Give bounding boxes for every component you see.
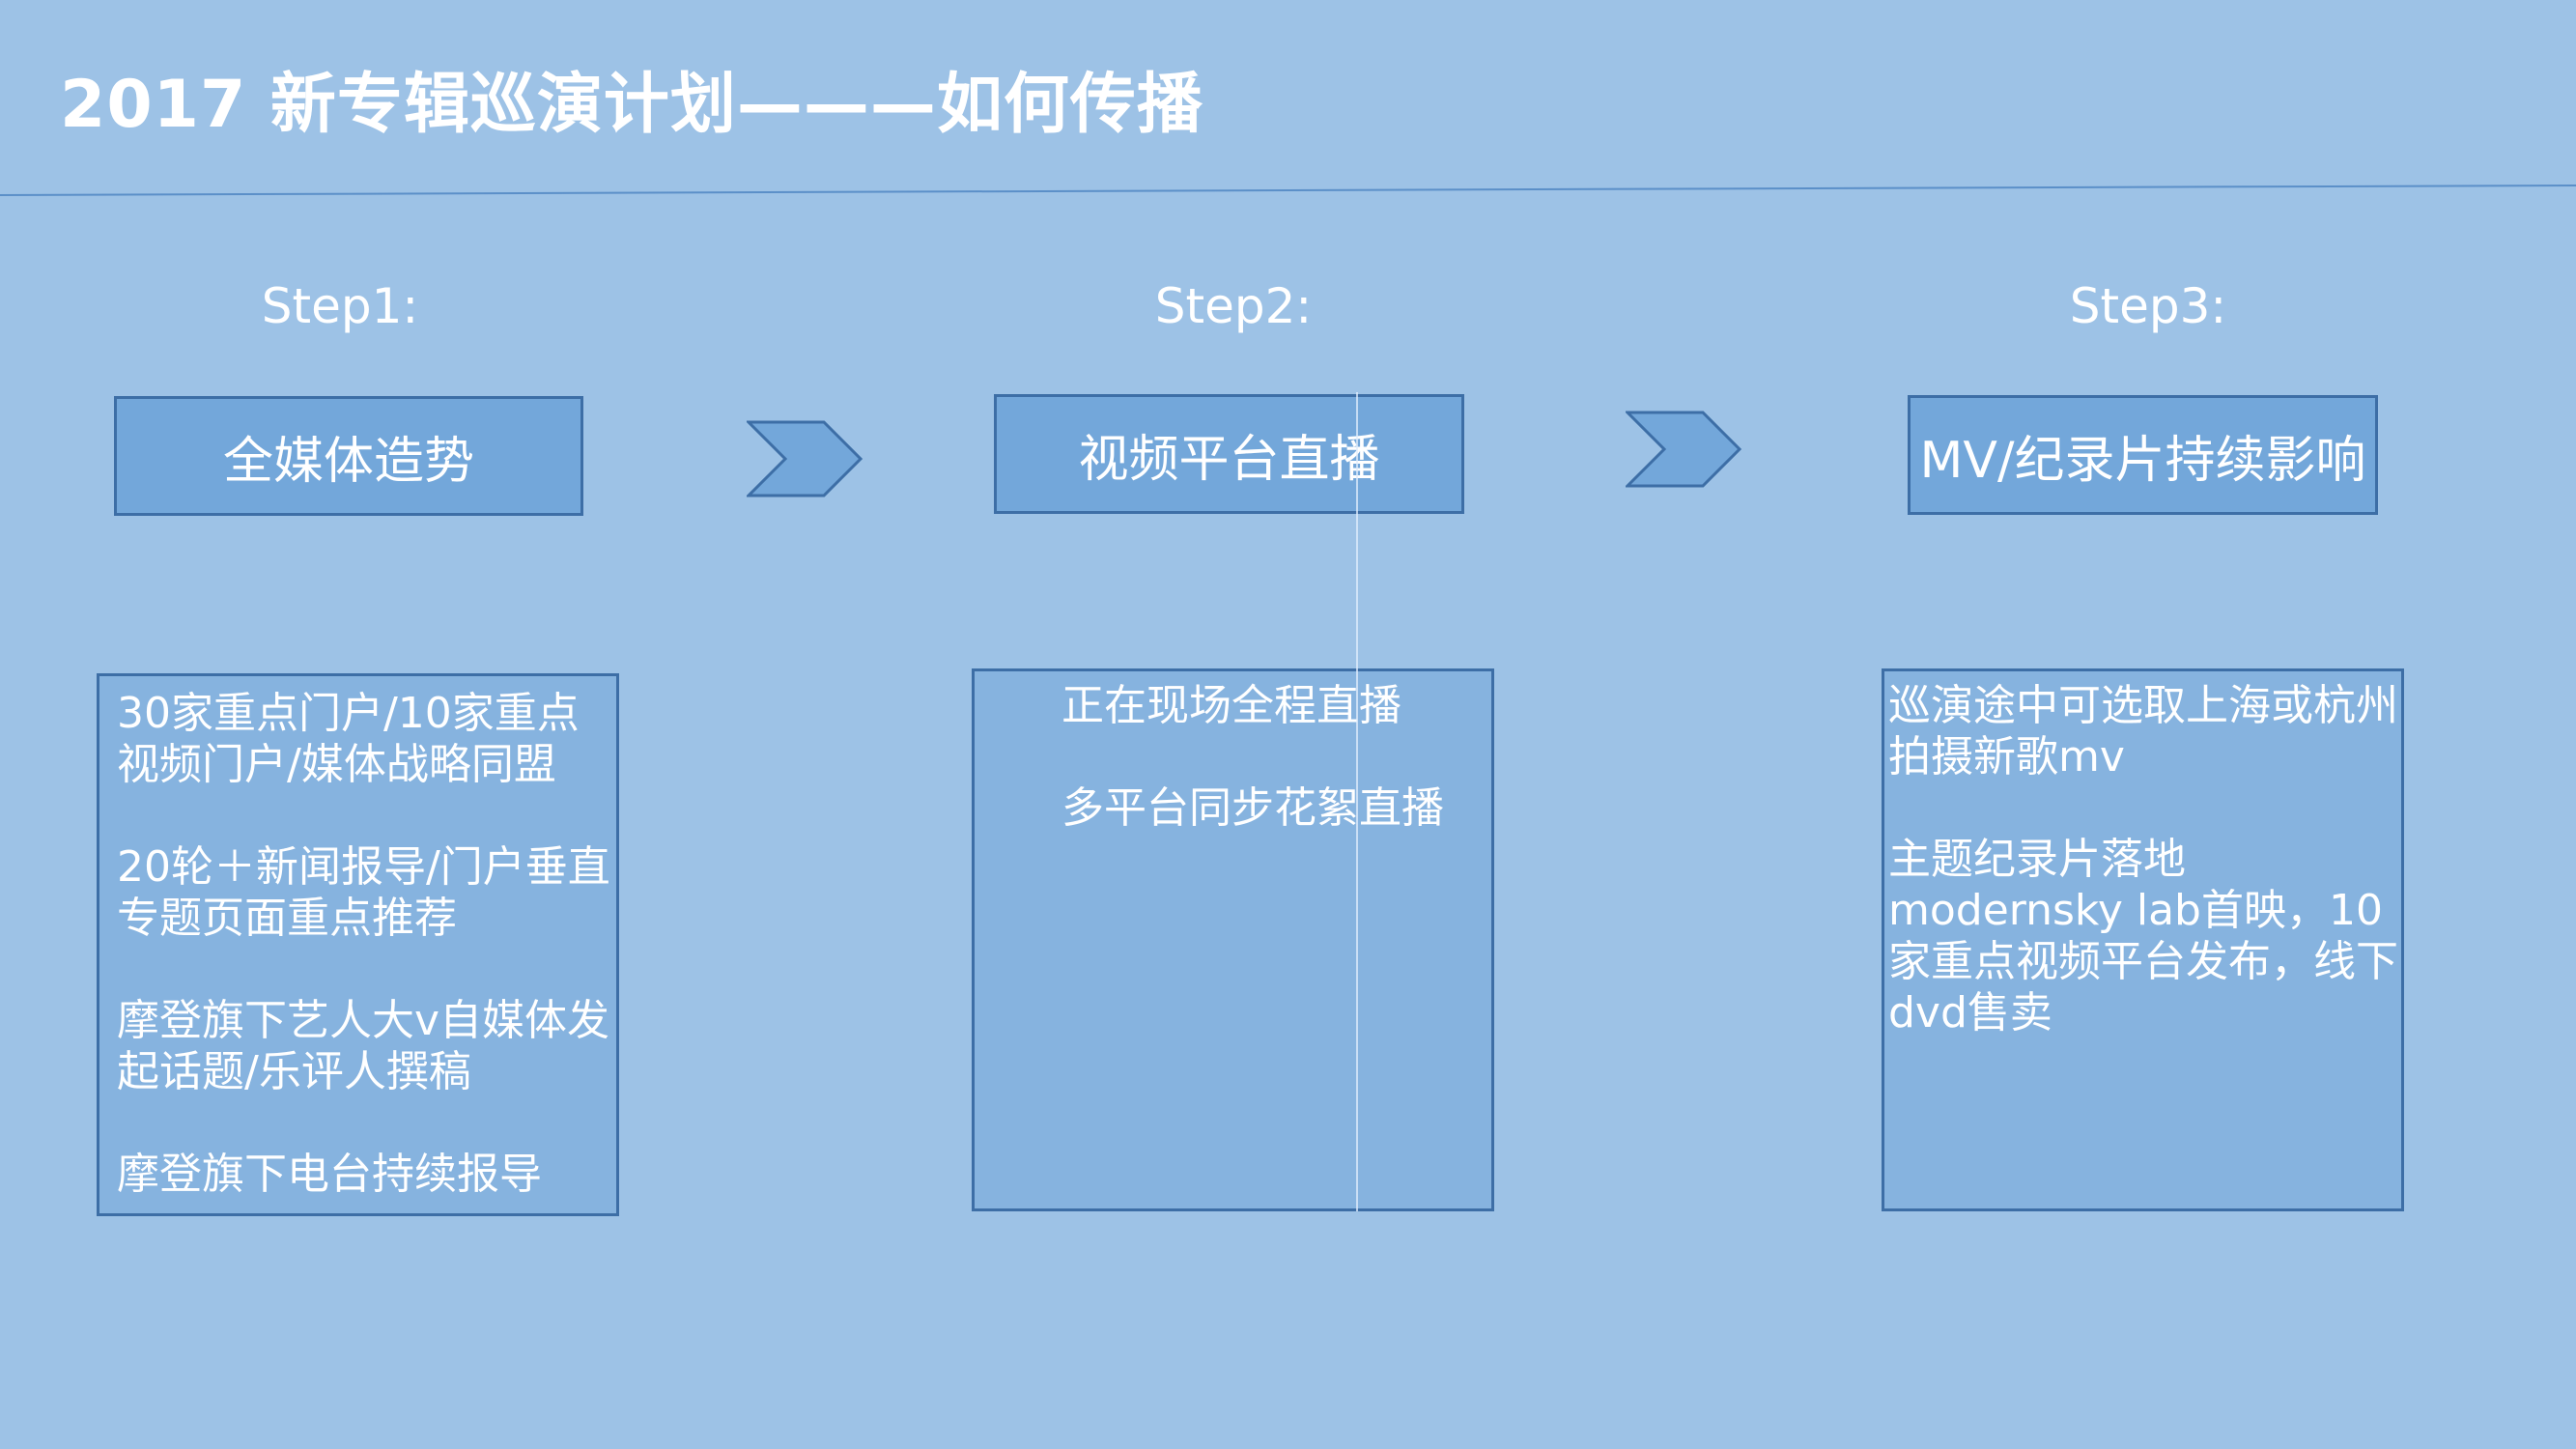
detail-line: 拍摄新歌mv: [1888, 732, 2125, 781]
step1-detail-item: 20轮＋新闻报导/门户垂直 专题页面重点推荐: [117, 841, 616, 944]
step1-detail-item: 摩登旗下电台持续报导: [117, 1149, 616, 1200]
detail-line: 专题页面重点推荐: [117, 894, 457, 943]
step1-details: 30家重点门户/10家重点 视频门户/媒体战略同盟 20轮＋新闻报导/门户垂直 …: [97, 673, 619, 1216]
detail-line: modernsky lab首映，10: [1888, 886, 2383, 935]
detail-line: 摩登旗下电台持续报导: [117, 1150, 542, 1199]
step3-label: Step3:: [2069, 278, 2227, 334]
step3-detail-item: 巡演途中可选取上海或杭州 拍摄新歌mv: [1888, 680, 2401, 782]
step3-detail-item: 主题纪录片落地 modernsky lab首映，10 家重点视频平台发布，线下 …: [1888, 834, 2401, 1038]
detail-line: 起话题/乐评人撰稿: [117, 1047, 471, 1096]
detail-line: dvd售卖: [1888, 988, 2052, 1037]
step2-detail-item: 正在现场全程直播: [1062, 680, 1491, 731]
step1-label: Step1:: [261, 278, 419, 334]
chevron-right-icon: [747, 420, 863, 497]
title-divider: [0, 185, 2576, 196]
step1-heading-box: 全媒体造势: [114, 396, 583, 516]
step2-details: 正在现场全程直播 多平台同步花絮直播: [972, 668, 1494, 1211]
detail-line: 巡演途中可选取上海或杭州: [1888, 681, 2398, 730]
step3-heading: MV/纪录片持续影响: [1919, 431, 2366, 490]
detail-line: 视频门户/媒体战略同盟: [117, 740, 556, 789]
step2-heading: 视频平台直播: [1078, 430, 1380, 489]
step3-details: 巡演途中可选取上海或杭州 拍摄新歌mv 主题纪录片落地 modernsky la…: [1882, 668, 2404, 1211]
step2-heading-box: 视频平台直播: [994, 394, 1464, 514]
detail-line: 正在现场全程直播: [1062, 681, 1401, 730]
detail-line: 家重点视频平台发布，线下: [1888, 937, 2398, 986]
detail-line: 摩登旗下艺人大v自媒体发: [117, 996, 610, 1045]
step3-heading-box: MV/纪录片持续影响: [1908, 395, 2378, 515]
step1-detail-item: 30家重点门户/10家重点 视频门户/媒体战略同盟: [117, 688, 616, 790]
slide-title: 2017 新专辑巡演计划———如何传播: [60, 67, 1203, 143]
detail-line: 主题纪录片落地: [1888, 835, 2186, 884]
detail-line: 30家重点门户/10家重点: [117, 689, 580, 738]
step1-heading: 全媒体造势: [222, 432, 474, 491]
step2-detail-item: 多平台同步花絮直播: [1062, 782, 1491, 834]
detail-line: 20轮＋新闻报导/门户垂直: [117, 842, 610, 892]
step1-detail-item: 摩登旗下艺人大v自媒体发 起话题/乐评人撰稿: [117, 995, 616, 1097]
step2-label: Step2:: [1154, 278, 1313, 334]
chevron-right-icon: [1626, 411, 1742, 488]
vertical-guide-line: [1356, 392, 1358, 1211]
detail-line: 多平台同步花絮直播: [1062, 783, 1444, 833]
